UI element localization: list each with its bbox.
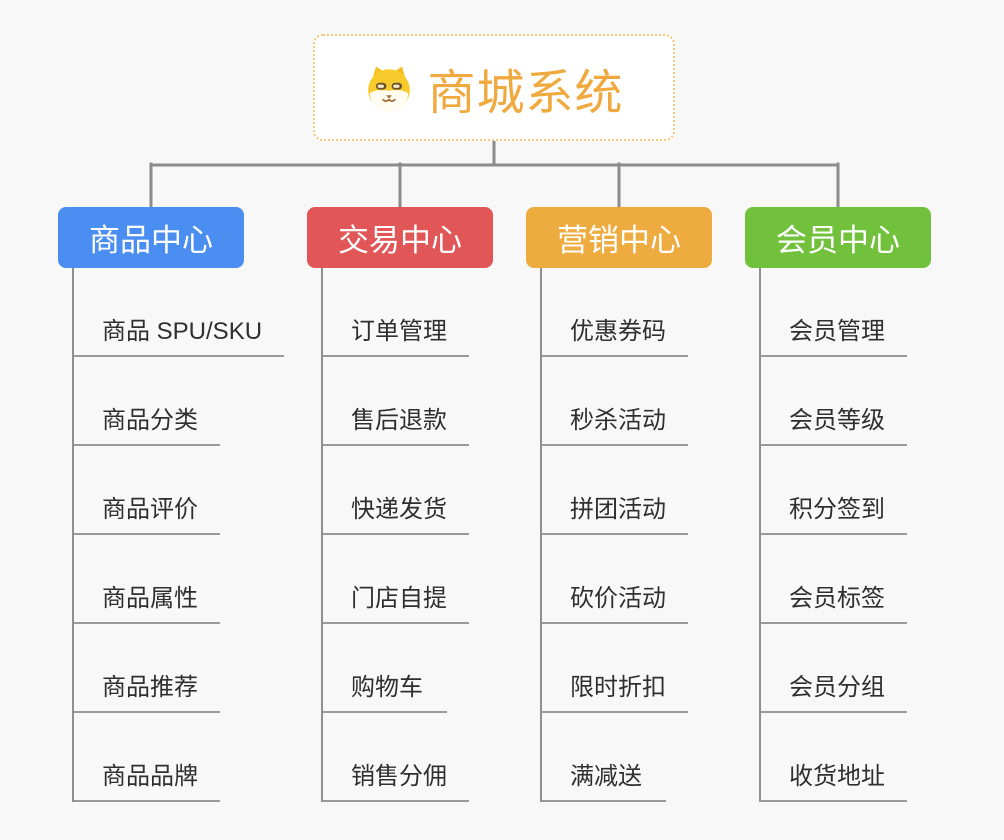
branch-node-trade-center[interactable]: 交易中心	[307, 207, 493, 268]
child-node[interactable]: 秒杀活动	[542, 357, 688, 446]
child-node[interactable]: 销售分佣	[323, 713, 469, 802]
child-node[interactable]: 商品 SPU/SKU	[74, 268, 285, 357]
child-node[interactable]: 售后退款	[323, 357, 469, 446]
child-node[interactable]: 收货地址	[761, 713, 907, 802]
branch-product-center: 商品中心 商品 SPU/SKU 商品分类 商品评价 商品属性 商品推荐 商品品牌	[58, 207, 285, 802]
child-node[interactable]: 商品分类	[74, 357, 220, 446]
branch-trade-center: 交易中心 订单管理 售后退款 快递发货 门店自提 购物车 销售分佣	[307, 207, 493, 802]
child-node[interactable]: 拼团活动	[542, 446, 688, 535]
child-node[interactable]: 积分签到	[761, 446, 907, 535]
child-node[interactable]: 优惠券码	[542, 268, 688, 357]
child-node[interactable]: 限时折扣	[542, 624, 688, 713]
root-label: 商城系统	[427, 66, 624, 120]
branch-children-product-center: 商品 SPU/SKU 商品分类 商品评价 商品属性 商品推荐 商品品牌	[72, 268, 285, 802]
child-node[interactable]: 满减送	[542, 713, 666, 802]
child-node[interactable]: 会员管理	[761, 268, 907, 357]
child-node[interactable]: 会员等级	[761, 357, 907, 446]
child-node[interactable]: 快递发货	[323, 446, 469, 535]
child-node[interactable]: 门店自提	[323, 535, 469, 624]
child-node[interactable]: 会员分组	[761, 624, 907, 713]
child-node[interactable]: 购物车	[323, 624, 447, 713]
branch-node-marketing-center[interactable]: 营销中心	[526, 207, 712, 268]
child-node[interactable]: 会员标签	[761, 535, 907, 624]
branch-marketing-center: 营销中心 优惠券码 秒杀活动 拼团活动 砍价活动 限时折扣 满减送	[526, 207, 712, 802]
child-node[interactable]: 商品评价	[74, 446, 220, 535]
branch-children-member-center: 会员管理 会员等级 积分签到 会员标签 会员分组 收货地址	[759, 268, 907, 802]
branch-node-product-center[interactable]: 商品中心	[58, 207, 244, 268]
branch-member-center: 会员中心 会员管理 会员等级 积分签到 会员标签 会员分组 收货地址	[745, 207, 931, 802]
child-node[interactable]: 商品推荐	[74, 624, 220, 713]
shiba-dog-icon	[364, 63, 414, 113]
root-node[interactable]: 商城系统	[313, 34, 675, 141]
child-node[interactable]: 砍价活动	[542, 535, 688, 624]
branch-children-marketing-center: 优惠券码 秒杀活动 拼团活动 砍价活动 限时折扣 满减送	[540, 268, 688, 802]
branch-children-trade-center: 订单管理 售后退款 快递发货 门店自提 购物车 销售分佣	[321, 268, 469, 802]
child-node[interactable]: 商品属性	[74, 535, 220, 624]
child-node[interactable]: 订单管理	[323, 268, 469, 357]
branch-node-member-center[interactable]: 会员中心	[745, 207, 931, 268]
child-node[interactable]: 商品品牌	[74, 713, 220, 802]
